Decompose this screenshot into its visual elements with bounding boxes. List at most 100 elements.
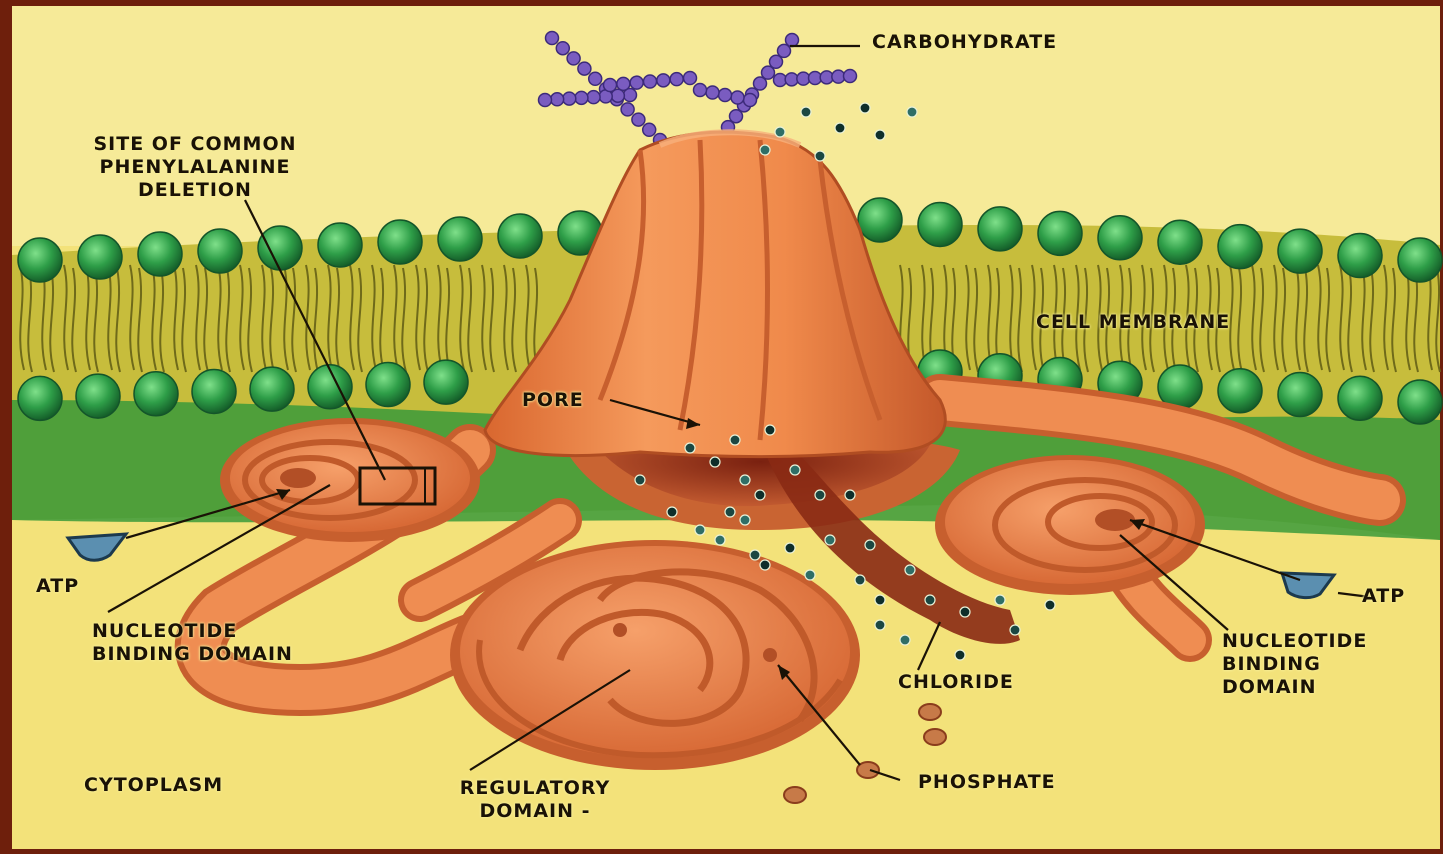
pore-label: PORE <box>522 389 584 411</box>
sugar-bead <box>546 32 559 45</box>
sugar-bead <box>744 94 757 107</box>
chloride-ion <box>907 107 917 117</box>
sugar-bead <box>587 91 600 104</box>
site-label-line2: PHENYLALANINE <box>40 156 350 178</box>
chloride-ion <box>750 550 760 560</box>
lipid-head <box>424 360 468 404</box>
chloride-ion <box>815 490 825 500</box>
lipid-head <box>18 376 62 420</box>
sugar-bead <box>556 42 569 55</box>
sugar-bead <box>786 34 799 47</box>
chloride-ion <box>1010 625 1020 635</box>
sugar-bead <box>632 113 645 126</box>
sugar-bead <box>644 75 657 88</box>
lipid-head <box>366 362 410 406</box>
atp-right-label: ATP <box>1362 585 1405 607</box>
site-label-line3: DELETION <box>40 179 350 201</box>
sugar-bead <box>706 86 719 99</box>
chloride-ion <box>825 535 835 545</box>
lipid-head <box>1218 369 1262 413</box>
chloride-ion <box>790 465 800 475</box>
lipid-head <box>1338 376 1382 420</box>
sugar-bead <box>731 91 744 104</box>
regulatory-domain-shape <box>450 540 860 770</box>
nbd-right-label-line2: BINDING <box>1222 653 1321 675</box>
chloride-ion <box>995 595 1005 605</box>
lipid-head <box>1158 220 1202 264</box>
chloride-ion <box>725 507 735 517</box>
sugar-bead <box>617 77 630 90</box>
chloride-ion <box>805 570 815 580</box>
nbd-left-label-line2: BINDING DOMAIN <box>92 643 293 665</box>
chloride-ion <box>905 565 915 575</box>
chloride-ion <box>875 130 885 140</box>
chloride-ion <box>740 475 750 485</box>
lipid-head <box>1338 234 1382 278</box>
chloride-ion <box>715 535 725 545</box>
chloride-label: CHLORIDE <box>898 671 1014 693</box>
lipid-head <box>198 229 242 273</box>
chloride-ion <box>875 595 885 605</box>
chloride-ion <box>815 151 825 161</box>
chloride-ion <box>955 650 965 660</box>
lipid-head <box>1398 380 1442 424</box>
sugar-bead <box>844 70 857 83</box>
carbohydrate-label: CARBOHYDRATE <box>872 31 1057 53</box>
sugar-bead <box>621 103 634 116</box>
lipid-head <box>138 232 182 276</box>
chloride-ion <box>765 425 775 435</box>
nbd-right-label-line1: NUCLEOTIDE <box>1222 630 1367 652</box>
chloride-ion <box>960 607 970 617</box>
lipid-head <box>1278 373 1322 417</box>
sugar-bead <box>563 92 576 105</box>
chloride-ion <box>695 525 705 535</box>
sugar-bead <box>630 76 643 89</box>
lipid-head <box>1278 229 1322 273</box>
sugar-bead <box>657 74 670 87</box>
chloride-ion <box>685 443 695 453</box>
chloride-ion <box>925 595 935 605</box>
chloride-ion <box>855 575 865 585</box>
chloride-ion <box>900 635 910 645</box>
lipid-head <box>192 369 236 413</box>
chloride-ion <box>801 107 811 117</box>
lipid-head <box>438 217 482 261</box>
sugar-bead <box>567 52 580 65</box>
lipid-head <box>18 238 62 282</box>
lipid-head <box>134 372 178 416</box>
chloride-ion <box>775 127 785 137</box>
chloride-ion <box>710 457 720 467</box>
sugar-bead <box>575 91 588 104</box>
chloride-ion <box>860 103 870 113</box>
sugar-bead <box>551 93 564 106</box>
cell-membrane-label: CELL MEMBRANE <box>1036 311 1230 333</box>
cytoplasm-label: CYTOPLASM <box>84 774 223 796</box>
chloride-ion <box>1045 600 1055 610</box>
nbd-left-label-line1: NUCLEOTIDE <box>92 620 237 642</box>
sugar-bead <box>670 73 683 86</box>
chloride-ion <box>760 145 770 155</box>
regulatory-label-line2: DOMAIN - <box>420 800 650 822</box>
lipid-head <box>78 235 122 279</box>
lipid-head <box>858 198 902 242</box>
phosphate-label: PHOSPHATE <box>918 771 1056 793</box>
sugar-bead <box>684 72 697 85</box>
chloride-ion <box>835 123 845 133</box>
chloride-ion <box>635 475 645 485</box>
atp-left-label: ATP <box>36 575 79 597</box>
site-label-line1: SITE OF COMMON <box>40 133 350 155</box>
chloride-ion <box>760 560 770 570</box>
lipid-head <box>1218 225 1262 269</box>
lipid-head <box>250 367 294 411</box>
chloride-ion <box>875 620 885 630</box>
sugar-bead <box>539 94 552 107</box>
chloride-ion <box>755 490 765 500</box>
lipid-head <box>918 202 962 246</box>
lipid-head <box>378 220 422 264</box>
lipid-head <box>498 214 542 258</box>
chloride-ion <box>730 435 740 445</box>
chloride-ion <box>667 507 677 517</box>
lipid-head <box>318 223 362 267</box>
sugar-bead <box>643 123 656 136</box>
